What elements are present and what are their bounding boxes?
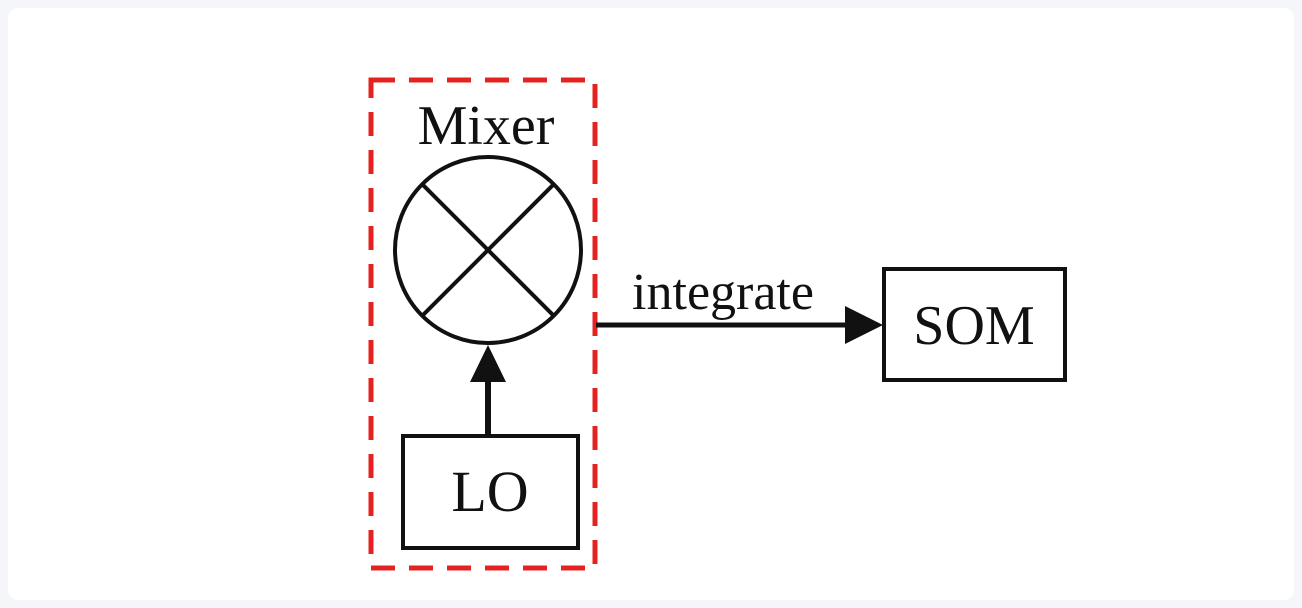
lo-to-mixer-arrowhead-icon [470, 345, 506, 382]
som-node-box [882, 267, 1067, 382]
som-node-label: SOM [913, 295, 1034, 357]
integrate-edge-label: integrate [632, 264, 814, 321]
lo-node-box [401, 434, 580, 550]
mixer-cross-line-2 [420, 182, 556, 318]
mixer-group-dashed-boundary [368, 77, 598, 571]
lo-node-label: LO [451, 459, 528, 524]
diagram-background [8, 8, 1294, 600]
mixer-group-label: Mixer [418, 95, 555, 157]
mixer-to-som-arrowhead-icon [845, 306, 883, 344]
